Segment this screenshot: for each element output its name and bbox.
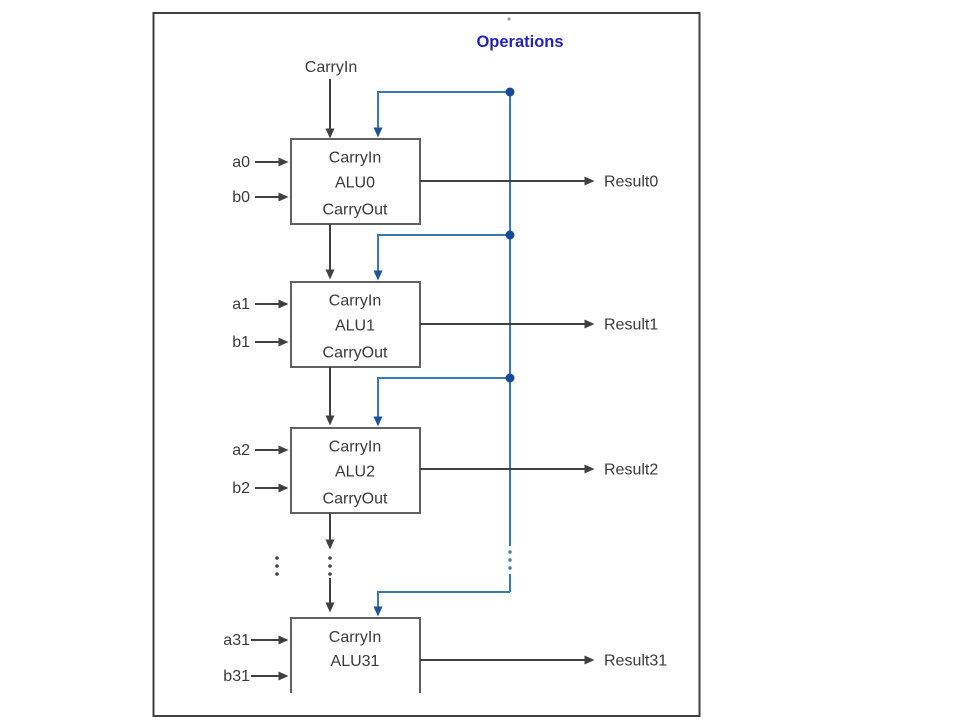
alu1-name-label: ALU1 [335,318,375,335]
alu-stage-31: CarryIn ALU31 a31 b31 Result31 [223,617,667,693]
alu0-box [290,138,421,225]
input-b31-label: b31 [223,668,250,685]
alu31-box [290,617,421,693]
bus-junction-dot-1 [505,230,515,240]
ellipsis-dot [275,564,279,568]
operations-bus-ellipsis [508,550,512,570]
input-a31-label: a31 [223,632,250,649]
alu31-name-label: ALU31 [331,653,380,670]
alu2-carryout-label: CarryOut [323,491,388,508]
alu1-carryin-label: CarryIn [329,293,381,310]
bus-ellipsis-dot [508,558,512,562]
bus-junction-dot-2 [505,373,515,383]
alu0-name-label: ALU0 [335,175,375,192]
result1-label: Result1 [604,317,658,334]
alu0-carryout-label: CarryOut [323,202,388,219]
operations-branch-alu2 [373,377,510,427]
alu31-carryin-label: CarryIn [329,629,381,646]
alu2-carryin-label: CarryIn [329,439,381,456]
diagram-frame [152,12,701,717]
alu0-carryin-label: CarryIn [329,150,381,167]
input-b0-label: b0 [232,189,250,206]
operations-branch-alu1 [373,234,510,281]
input-a2-label: a2 [232,442,250,459]
alu1-carryout-label: CarryOut [323,345,388,362]
alu-stage-2: CarryIn ALU2 CarryOut a2 b2 Result2 [232,427,658,550]
operations-label: Operations [476,33,563,51]
ellipsis-carry-column [328,556,332,576]
ellipsis-dot [328,564,332,568]
bus-junction-dot-0 [505,87,515,97]
alu-stage-1: CarryIn ALU1 CarryOut a1 b1 Result1 [232,281,658,426]
ellipsis-dot [275,572,279,576]
carryin-top-label: CarryIn [305,59,357,76]
stray-dot-mark [507,17,511,21]
input-a0-label: a0 [232,154,250,171]
bus-ellipsis-dot [508,566,512,570]
ellipsis-dot [328,572,332,576]
bus-ellipsis-dot [508,550,512,554]
alu2-name-label: ALU2 [335,464,375,481]
alu-stage-0: CarryIn ALU0 CarryOut a0 b0 Result0 [232,138,658,280]
ellipsis-dot [275,556,279,560]
operations-branch-alu0 [373,91,510,138]
ellipsis-dot [328,556,332,560]
result31-label: Result31 [604,653,667,670]
operations-branch-alu31 [373,591,510,617]
ellipsis-left-column [275,556,279,576]
alu2-box [290,427,421,514]
input-a1-label: a1 [232,296,250,313]
input-b2-label: b2 [232,480,250,497]
result0-label: Result0 [604,174,658,191]
input-b1-label: b1 [232,334,250,351]
result2-label: Result2 [604,462,658,479]
